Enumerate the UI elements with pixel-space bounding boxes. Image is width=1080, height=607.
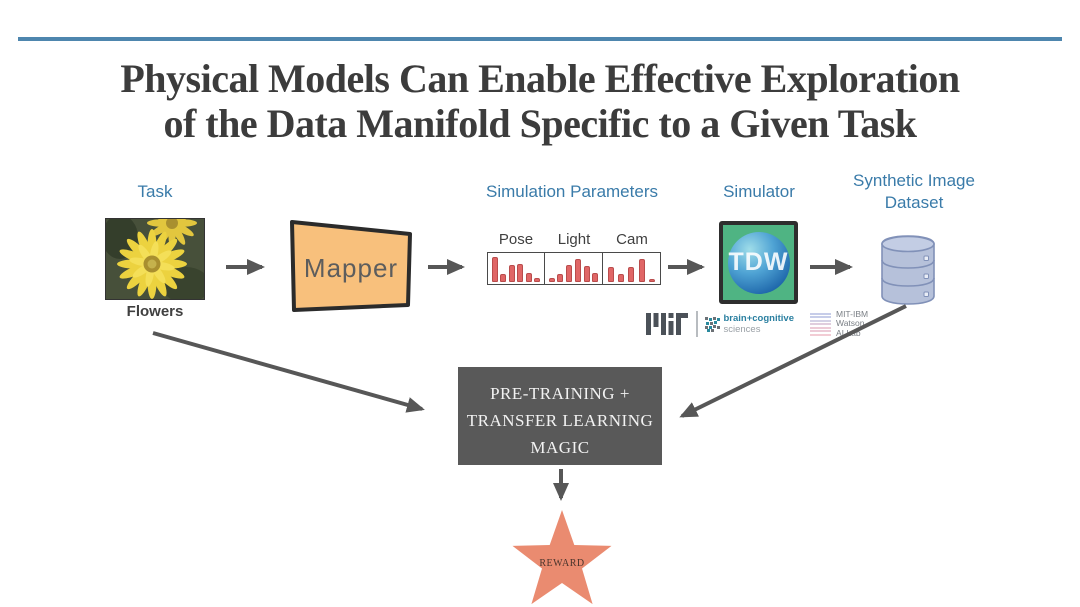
mit-logo-icon [646, 313, 688, 335]
mit-ibm-line-3: AI Lab [835, 327, 861, 338]
param-bar [574, 259, 581, 282]
param-bar [628, 267, 635, 282]
tdw-sphere-icon [727, 231, 790, 294]
dataset-label: Synthetic Image Dataset [834, 170, 994, 214]
flowers-image [105, 218, 205, 300]
logo-separator [696, 311, 698, 337]
param-name: Cam [616, 231, 648, 248]
param-bar [525, 273, 532, 282]
tdw-simulator-logo: TDW [719, 221, 798, 304]
param-bar [534, 278, 541, 282]
param-bar [566, 265, 573, 282]
param-bar [491, 257, 498, 282]
param-group-light: Light [545, 231, 603, 285]
param-name: Pose [498, 231, 534, 248]
param-histogram [545, 252, 603, 285]
task-image-caption: Flowers [126, 303, 184, 320]
slide-title: Physical Models Can Enable Effective Exp… [0, 56, 1080, 146]
reward-label: REWARD [539, 558, 585, 569]
task-label: Task [137, 182, 173, 201]
top-divider-line [18, 37, 1062, 41]
simulation-parameters: Pose Light Cam [487, 231, 661, 285]
param-bar [608, 267, 615, 282]
param-bar [638, 259, 645, 282]
sim-params-label: Simulation Parameters [486, 182, 658, 201]
param-group-pose: Pose [487, 231, 545, 285]
database-icon [878, 232, 938, 313]
bcs-line-1: brain+cognitive [723, 313, 794, 324]
param-histogram [487, 252, 545, 285]
institution-logos: brain+cognitive sciences MIT-IBM Watson … [646, 308, 868, 340]
param-bar [517, 264, 524, 282]
dataset-label-line-1: Synthetic Image [853, 171, 975, 190]
title-line-1: Physical Models Can Enable Effective Exp… [120, 56, 960, 101]
arrow-task-to-pretraining [152, 331, 425, 413]
param-bar [508, 265, 515, 282]
reward-star [505, 505, 620, 607]
mapper-shape [286, 216, 416, 316]
pretraining-box-line-1: PRE-TRAINING + [490, 384, 630, 403]
param-bar [548, 278, 555, 282]
bcs-line-2: sciences [723, 324, 761, 335]
param-bar [557, 274, 564, 282]
dataset-label-line-2: Dataset [884, 193, 944, 212]
title-line-2: of the Data Manifold Specific to a Given… [163, 101, 917, 146]
pretraining-box: PRE-TRAINING + TRANSFER LEARNING MAGIC [458, 367, 662, 465]
bcs-pixel-icon [704, 316, 720, 332]
param-group-cam: Cam [603, 231, 661, 285]
mit-ibm-logo-text: MIT-IBM Watson AI Lab [835, 309, 868, 339]
pretraining-box-line-2: TRANSFER LEARNING [466, 411, 654, 430]
mit-ibm-logo: MIT-IBM Watson AI Lab [809, 309, 868, 339]
ibm-stripes-icon [809, 310, 831, 339]
tdw-logo-text: TDW [728, 248, 789, 276]
bcs-logo-text: brain+cognitive sciences [724, 313, 794, 335]
param-bar [618, 274, 625, 282]
param-bar [500, 274, 507, 282]
param-bar [592, 273, 599, 282]
param-name: Light [557, 231, 591, 248]
simulator-label: Simulator [723, 182, 795, 201]
mapper-label: Mapper [303, 253, 399, 283]
flower-illustration [106, 219, 204, 299]
pretraining-box-line-3: MAGIC [530, 438, 590, 457]
param-bar [583, 266, 590, 282]
param-bar [648, 279, 655, 282]
param-histogram [603, 252, 661, 285]
